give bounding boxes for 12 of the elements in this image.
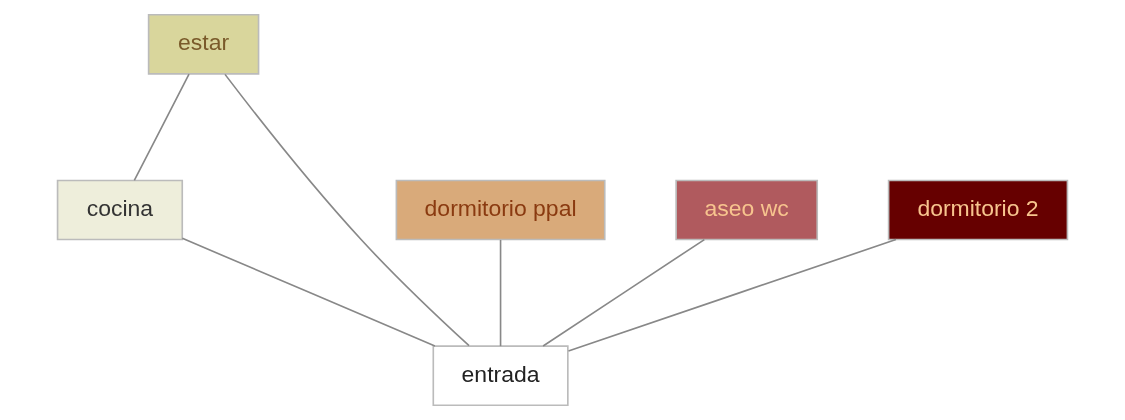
node-box: aseo wc [675, 179, 819, 241]
node-box: entrada [432, 345, 569, 407]
connector [499, 239, 502, 347]
connector [181, 237, 436, 347]
node-box: dormitorio ppal [395, 179, 606, 241]
connector [133, 73, 190, 182]
connector [567, 238, 897, 352]
node-box: dormitorio 2 [887, 179, 1069, 241]
connector [224, 73, 470, 347]
node-box: estar [147, 13, 260, 75]
node-box: cocina [56, 179, 184, 241]
connector [542, 238, 706, 347]
